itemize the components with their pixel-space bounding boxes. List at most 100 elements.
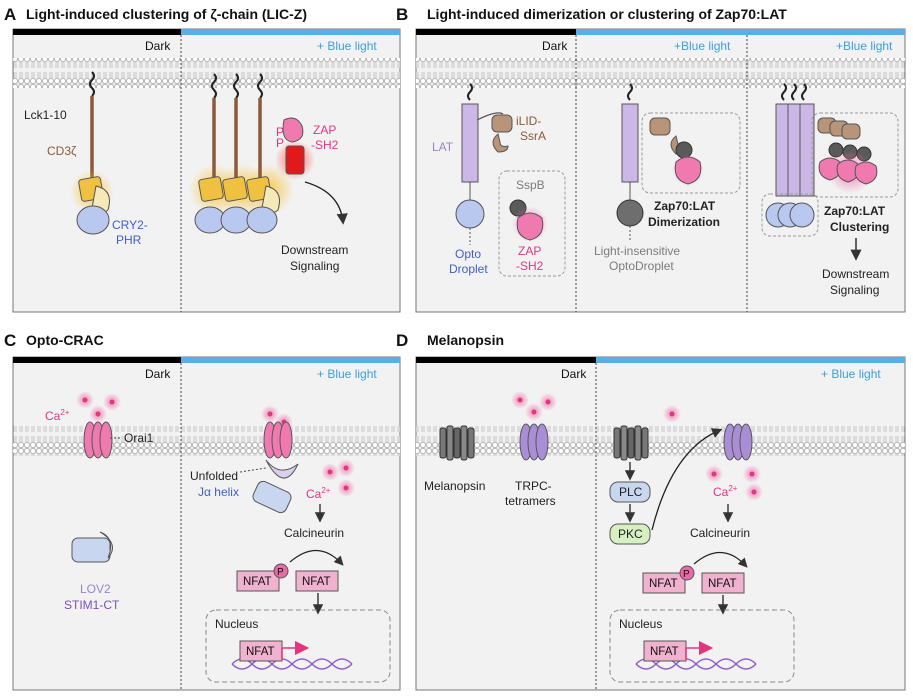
ca-dots-light-d [663,405,763,501]
orai1-dark [83,421,113,459]
lov2-box [71,537,111,563]
nfat-label-1: NFAT [243,576,272,588]
ilid-label-2: SsrA [520,129,546,143]
panel-b-light-label-2: +Blue light [836,39,893,53]
cd3-cluster [189,73,294,234]
panel-c-letter: C [4,331,16,350]
zap-label-1: ZAP [313,123,336,137]
lat-label: LAT [432,140,454,154]
panel-b-dark-bar [416,29,576,35]
panel-a-light-bar [181,29,400,35]
light-insensitive-droplet [616,199,644,227]
downstream-label-2: Signaling [290,259,339,273]
dim-label-2: Dimerization [648,215,720,229]
nucleus-box-d [609,609,795,683]
panel-b-light-bar [576,29,905,35]
trpc-dark [519,423,549,461]
panel-b-title: Light-induced dimerization or clustering… [427,6,787,22]
nfat-p-box [236,570,280,592]
zap-red-box [285,145,305,175]
panel-d-membrane [416,426,905,456]
zap-sh2 [282,117,304,143]
panel-d-dark-label: Dark [561,367,587,381]
ca-dots-dark-d [511,391,557,421]
zap-label-2: -SH2 [311,138,339,152]
cry2-phr [76,205,110,235]
nucleus-box-c [205,609,391,683]
trpc-label-1: TRPC- [515,479,552,493]
lov2-light [252,480,292,514]
nfat-label-3: NFAT [246,646,275,658]
sspb-box [498,170,566,277]
melanopsin-light [613,425,649,461]
zap-b-label-2: -SH2 [516,259,544,273]
trpc-light [723,423,753,461]
opto-label-2: Droplet [449,262,488,276]
ilid [491,114,513,133]
downstream-label-1: Downstream [281,243,348,257]
panel-d-frame [415,356,906,691]
clu-label-1: Zap70:LAT [824,204,886,218]
ca-dots-dark [76,391,121,423]
lck-squiggle [89,71,95,97]
panel-a-dark-label: Dark [145,39,171,53]
orai-label: Orai1 [124,431,154,445]
panel-b-light-label-1: +Blue light [674,39,731,53]
li-label-1: Light-insensitive [594,244,680,258]
downstream-arrow [304,181,348,225]
lck-label: Lck1-10 [24,108,67,122]
phospho-label-2: P [276,136,284,150]
nfat-p: P [277,567,284,578]
calcineurin-label-c: Calcineurin [284,526,344,540]
lat-cluster [761,83,899,237]
trpc-label-2: tetramers [505,494,556,508]
orai1-light [263,421,299,479]
panel-a: A Light-induced clustering of ζ-chain (L… [4,5,401,313]
nucleus-label-c: Nucleus [215,617,258,631]
nfat-d-label-2: NFAT [708,578,737,590]
opto-label-1: Opto [455,247,481,261]
panel-c-light-label: + Blue light [317,367,377,381]
panel-b-dark-label: Dark [542,39,568,53]
stim-label: STIM1-CT [64,598,120,612]
panel-d: D Melanopsin Dark + Blue light Melanopsi… [396,331,906,691]
nfat-d-p: P [683,569,690,580]
calcineurin-label-d: Calcineurin [690,526,750,540]
melanopsin-dark [439,425,475,461]
lov2-label: LOV2 [80,582,111,596]
pkc-box [609,523,651,545]
panel-a-light-label: + Blue light [317,39,377,53]
nfat-label-2: NFAT [302,576,331,588]
cd3-label: CD3ζ [47,144,77,158]
panel-c-membrane [13,426,400,456]
ssra [492,133,509,153]
ja-label: Jα helix [198,485,239,499]
clu-label-2: Clustering [830,220,889,234]
pkc-label: PKC [618,527,643,541]
b-downstream-2: Signaling [830,283,879,297]
panel-a-membrane [13,58,400,88]
b-downstream-1: Downstream [822,267,889,281]
panel-c: C Opto-CRAC Dark + Blue light Ca2+ Orai1… [4,331,401,691]
plc-box [609,481,651,503]
panel-b-membrane [416,58,905,88]
ilid-label-1: iLID- [516,114,541,128]
cry2-label-2: PHR [116,233,142,247]
panel-d-light-label: + Blue light [821,367,881,381]
panel-a-dark-bar [13,29,181,35]
panel-c-title: Opto-CRAC [26,332,104,348]
panel-b-letter: B [396,5,408,24]
panel-d-letter: D [396,331,408,350]
dimer-box [641,112,741,194]
lat-rod [461,103,479,183]
nfat-box [295,570,339,592]
unfolded-label: Unfolded [190,469,238,483]
panel-a-title: Light-induced clustering of ζ-chain (LIC… [26,6,307,22]
panel-b: B Light-induced dimerization or clusteri… [396,5,906,313]
phospho-label-1: P [276,125,284,139]
ca-label-c: Ca2+ [45,408,70,423]
nfat-d-label-1: NFAT [649,578,678,590]
sspb-label: SspB [516,178,545,192]
panel-d-title: Melanopsin [427,332,504,348]
